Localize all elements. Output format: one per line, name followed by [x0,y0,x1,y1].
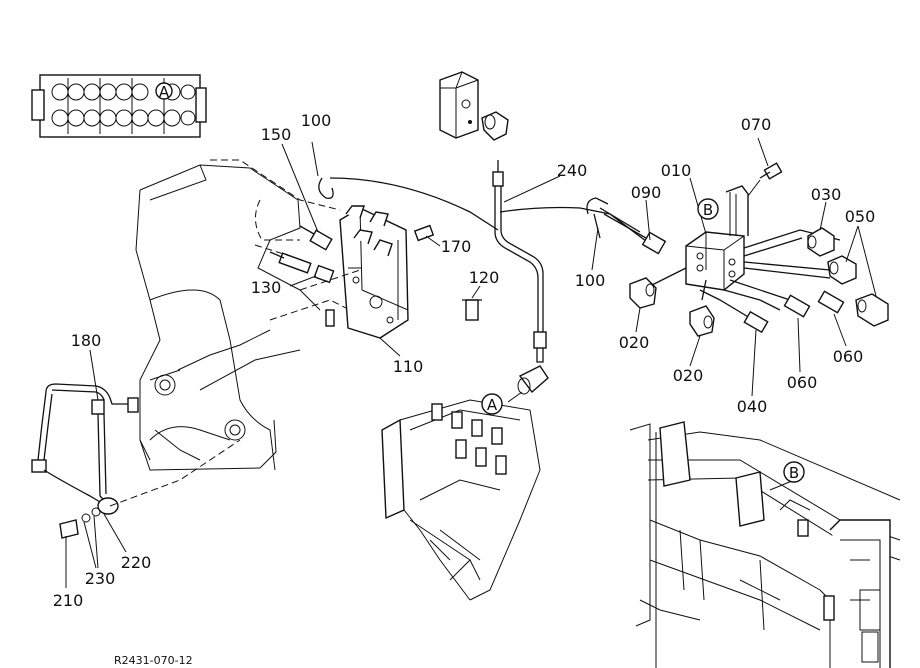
callout-060-right: 060 [833,347,864,366]
callout-100-right: 100 [575,271,606,290]
view-marker-b-frame [783,461,805,483]
callout-120: 120 [469,268,500,287]
tube-090 [499,206,667,255]
callout-030: 030 [811,185,842,204]
clip-100-left [318,177,334,199]
view-marker-b-frame-label: B [789,464,799,482]
fitting-060-right [817,290,845,314]
elbow-020-upper [629,277,657,309]
leader-lines [65,137,877,588]
callout-130: 130 [251,278,282,297]
callout-070: 070 [741,115,772,134]
callout-170: 170 [441,237,472,256]
elbow-030 [807,227,835,257]
view-marker-b-block-label: B [703,201,713,219]
callout-050: 050 [845,207,876,226]
callout-150: 150 [261,125,292,144]
fitting-060-left [783,294,811,318]
inset-frame [629,421,901,668]
callout-010: 010 [661,161,692,180]
solenoid-valve [439,71,509,141]
callout-020-upper: 020 [619,333,650,352]
clip-100-right [586,197,609,215]
inset-valve-bank [31,74,207,138]
elbow-050-lower [855,293,889,327]
banjo-fittings [59,507,101,560]
view-marker-a-label: A [487,396,498,414]
bolt-120 [462,299,482,321]
callout-210: 210 [53,591,84,610]
callout-090: 090 [631,183,662,202]
bolt-070 [747,162,783,197]
pipe-240 [492,160,549,395]
callout-060-left: 060 [787,373,818,392]
callout-220: 220 [121,553,152,572]
sensor-130 [269,251,335,284]
callout-180: 180 [71,331,102,350]
elbow-020-lower [689,305,715,337]
fitting-040 [743,310,769,334]
sensor-150 [299,225,333,251]
view-marker-a [481,393,503,415]
callout-020-lower: 020 [673,366,704,385]
callout-240: 240 [557,161,588,180]
pipe-180 [31,383,139,515]
main-casting [135,159,351,471]
callout-230: 230 [85,569,116,588]
callout-100-left: 100 [301,111,332,130]
casting-bolt [325,309,335,327]
view-marker-a-inset-label: A [159,83,170,101]
engine-block [381,399,541,601]
distribution-block-010 [685,185,749,291]
elbow-050-upper [827,255,857,285]
bolt-170 [413,224,435,242]
relay-block-110 [339,205,409,339]
reference-code: R2431-070-12 [114,654,193,667]
callout-110: 110 [393,357,424,376]
view-marker-b-block [697,198,719,220]
callout-040: 040 [737,397,768,416]
view-marker-a-inset [155,82,173,100]
